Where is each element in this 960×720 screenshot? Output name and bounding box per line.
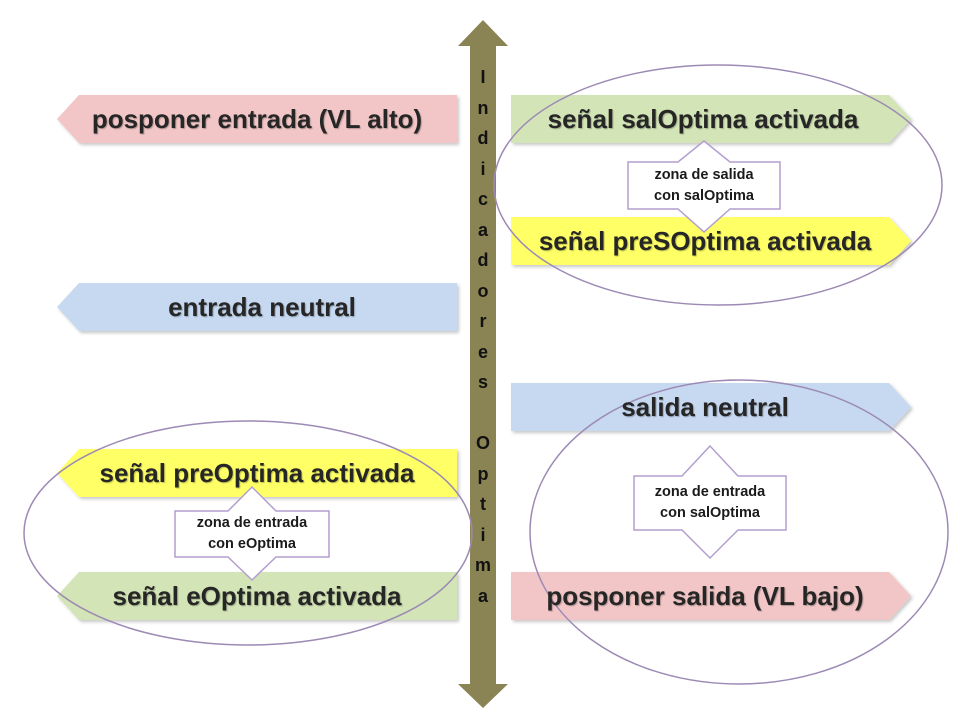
arrow-entrada-neutral [57,283,457,331]
arrow-salida-neutral [511,383,911,431]
axis-letter: I [480,67,486,87]
zone-box-left [174,485,330,582]
arrow-pres-optima [511,217,911,265]
zone-text-right-bottom: zona de entrada con salOptima [634,476,786,530]
axis-letter: i [480,524,486,545]
zone-text-right-top: zona de salida con salOptima [628,162,780,209]
zone-box-right-top [627,140,781,234]
axis-double-arrow [458,20,508,708]
axis-letter: c [477,189,488,209]
axis-letter: O [475,433,490,453]
axis-letter: o [477,280,489,301]
arrow-sal-optima [511,95,911,143]
label-e-optima: señal eOptima activada [112,580,402,611]
ellipse-salida-zone-top [493,64,943,306]
label-salida-neutral: salida neutral [621,391,789,422]
ellipse-salida-zone-bottom [529,379,949,685]
axis-letter: a [477,219,488,240]
label-pres-optima: señal preSOptima activada [538,225,872,256]
zone-text-left: zona de entrada con eOptima [175,511,329,557]
axis-letter: r [479,311,487,331]
axis-letter: d [477,250,489,270]
zone-text-left-line1: zona de entrada [196,515,308,531]
axis-letter: m [474,555,491,575]
axis-letter: n [477,97,489,118]
axis-letter: t [480,494,486,514]
label-sal-optima: señal salOptima activada [547,103,859,134]
arrow-pre-optima [57,449,457,497]
arrow-posponer-entrada [57,95,457,143]
ellipse-entrada-zone [23,420,473,646]
zone-text-right-top-line2: con salOptima [654,187,754,204]
axis-letter: s [477,372,488,392]
zone-text-left-line2: con eOptima [208,536,296,552]
arrow-e-optima [57,572,457,620]
label-posponer-entrada: posponer entrada (VL alto) [91,103,423,134]
zone-text-right-bottom-line2: con salOptima [660,505,760,521]
arrow-posponer-salida [511,572,911,620]
axis-letter: e [477,341,488,362]
label-posponer-salida: posponer salida (VL bajo) [546,580,864,611]
label-pre-optima: señal preOptima activada [99,457,415,488]
axis-letter: a [477,585,488,606]
label-entrada-neutral: entrada neutral [168,291,356,322]
zone-box-right-bottom [633,444,787,560]
axis-letter: d [477,128,489,148]
axis-letter: i [480,158,486,179]
zone-text-right-top-line1: zona de salida [654,166,754,183]
axis-letter: p [477,463,489,484]
zone-text-right-bottom-line1: zona de entrada [654,484,766,500]
axis-letter [480,398,485,429]
